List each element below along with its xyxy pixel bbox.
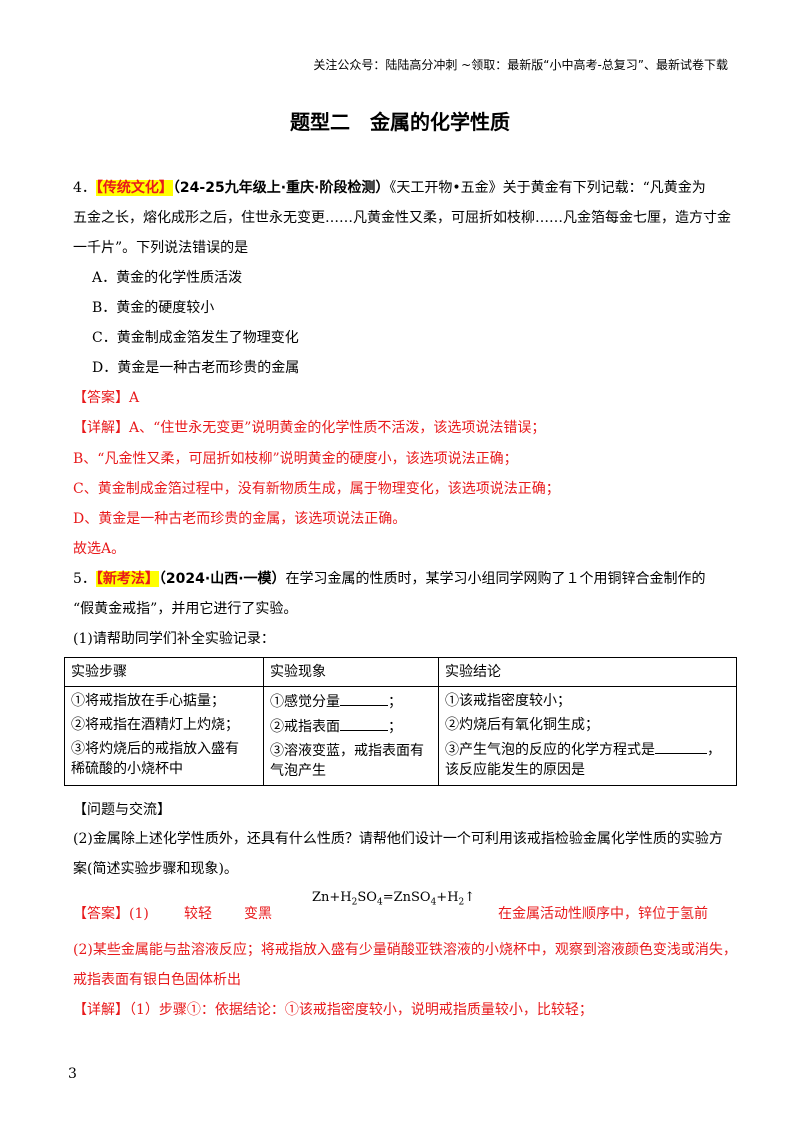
q5-answer-1: 较轻 <box>184 906 212 922</box>
page-number: 3 <box>68 1066 77 1082</box>
step-2: ②将戒指在酒精灯上灼烧； <box>71 717 239 733</box>
q4-text1: 《天工开物•五金》关于黄金有下列记载：“凡黄金为 <box>389 180 706 196</box>
q4-stem-line2: 五金之长，熔化成形之后，住世永无变更……凡黄金性又柔，可屈折如枝柳……凡金箔每金… <box>73 210 731 226</box>
q5-answer-5a: (2)某些金属能与盐溶液反应；将戒指放入盛有少量硝酸亚铁溶液的小烧杯中，观察到溶… <box>73 942 737 958</box>
q5-answer-label: 【答案】(1) <box>73 906 149 922</box>
q5-number: 5． <box>73 571 96 587</box>
table-header-cell: 实验结论 <box>438 657 737 687</box>
q4-number: 4． <box>73 180 96 196</box>
phenomena-cell: ①感觉分量； ②戒指表面； ③溶液变蓝，戒指表面有 气泡产生 <box>263 686 439 786</box>
q5-answer-4: 在金属活动性顺序中，锌位于氢前 <box>498 906 708 922</box>
conclusion-2: ②灼烧后有氧化铜生成； <box>445 717 599 733</box>
q5-answer-5b: 戒指表面有银白色固体析出 <box>73 972 241 988</box>
conclusion-3a: ③产生气泡的反应的化学方程式是， <box>445 739 730 760</box>
blank-1[interactable] <box>340 691 388 706</box>
conclusions-cell: ①该戒指密度较小； ②灼烧后有氧化铜生成； ③产生气泡的反应的化学方程式是， 该… <box>438 686 737 786</box>
conclusion-3b: 该反应能发生的原因是 <box>445 762 585 778</box>
steps-cell: ①将戒指放在手心掂量； ②将戒指在酒精灯上灼烧； ③将灼烧后的戒指放入盛有 稀硫… <box>64 686 264 786</box>
step-1: ①将戒指放在手心掂量； <box>71 693 225 709</box>
q4-explain-4: D、黄金是一种古老而珍贵的金属，该选项说法正确。 <box>73 511 407 527</box>
q5-stem-line5: 案(简述实验步骤和现象)。 <box>73 861 238 877</box>
blank-3[interactable] <box>655 739 707 754</box>
conclusion-1: ①该戒指密度较小； <box>445 693 571 709</box>
q5-stem-line3: (1)请帮助同学们补全实验记录： <box>73 631 275 647</box>
q5-explain-1: 【详解】（1）步骤①：依据结论：①该戒指密度较小，说明戒指质量较小，比较轻； <box>73 1002 593 1018</box>
q4-stem-line3: 一千片”。下列说法错误的是 <box>73 240 249 256</box>
q4-explain-2: B、“凡金性又柔，可屈折如枝柳”说明黄金的硬度小，该选项说法正确； <box>73 451 518 467</box>
q4-answer: 【答案】A <box>73 390 140 406</box>
q5-stem-line1: 5．【新考法】（2024·山西·一模）在学习金属的性质时，某学习小组同学网购了１… <box>73 569 706 589</box>
q4-option-d: D．黄金是一种古老而珍贵的金属 <box>92 360 300 376</box>
q5-stem-line2: “假黄金戒指”，并用它进行了实验。 <box>73 601 298 617</box>
q5-text1: 在学习金属的性质时，某学习小组同学网购了１个用铜锌合金制作的 <box>285 571 706 587</box>
q4-option-b: B．黄金的硬度较小 <box>92 300 215 316</box>
step-3b: 稀硫酸的小烧杯中 <box>71 761 183 777</box>
phenomenon-1: ①感觉分量； <box>270 691 432 712</box>
q4-explain-1: 【详解】A、“住世永无变更”说明黄金的化学性质不活泼，该选项说法错误； <box>73 420 546 436</box>
phenomenon-3a: ③溶液变蓝，戒指表面有 <box>270 743 424 759</box>
phenomenon-2: ②戒指表面； <box>270 716 432 737</box>
table-row: ①将戒指放在手心掂量； ②将戒指在酒精灯上灼烧； ③将灼烧后的戒指放入盛有 稀硫… <box>64 686 737 786</box>
q4-source: （24-25九年级上·重庆·阶段检测） <box>172 180 390 196</box>
q5-equation: Zn+H2SO4=ZnSO4+H2↑ <box>312 890 476 908</box>
table-header-cell: 实验步骤 <box>64 657 264 687</box>
table-header-cell: 实验现象 <box>263 657 439 687</box>
q5-tag: 【新考法】 <box>95 571 159 587</box>
q4-stem-line1: 4．【传统文化】（24-25九年级上·重庆·阶段检测）《天工开物•五金》关于黄金… <box>73 178 706 198</box>
q4-explain-3: C、黄金制成金箔过程中，没有新物质生成，属于物理变化，该选项说法正确； <box>73 481 560 497</box>
q5-source: （2024·山西·一模） <box>158 571 286 587</box>
blank-2[interactable] <box>340 716 388 731</box>
q4-option-a: A．黄金的化学性质活泼 <box>92 270 243 286</box>
table-header-row: 实验步骤 实验现象 实验结论 <box>64 657 737 687</box>
q4-tag: 【传统文化】 <box>95 180 173 196</box>
step-3a: ③将灼烧后的戒指放入盛有 <box>71 741 239 757</box>
q5-stem-line4: (2)金属除上述化学性质外，还具有什么性质？请帮他们设计一个可利用该戒指检验金属… <box>73 831 723 847</box>
phenomenon-3b: 气泡产生 <box>270 763 326 779</box>
q5-answer-2: 变黑 <box>244 906 272 922</box>
page-header: 关注公众号：陆陆高分冲刺 ~领取：最新版“小中高考-总复习”、最新试卷下载 <box>313 58 728 72</box>
q5-issue: 【问题与交流】 <box>73 802 171 818</box>
experiment-table: 实验步骤 实验现象 实验结论 ①将戒指放在手心掂量； ②将戒指在酒精灯上灼烧； … <box>64 657 737 786</box>
section-title: 题型二 金属的化学性质 <box>290 110 510 134</box>
q4-option-c: C．黄金制成金箔发生了物理变化 <box>92 330 299 346</box>
q4-explain-5: 故选A。 <box>73 541 126 557</box>
